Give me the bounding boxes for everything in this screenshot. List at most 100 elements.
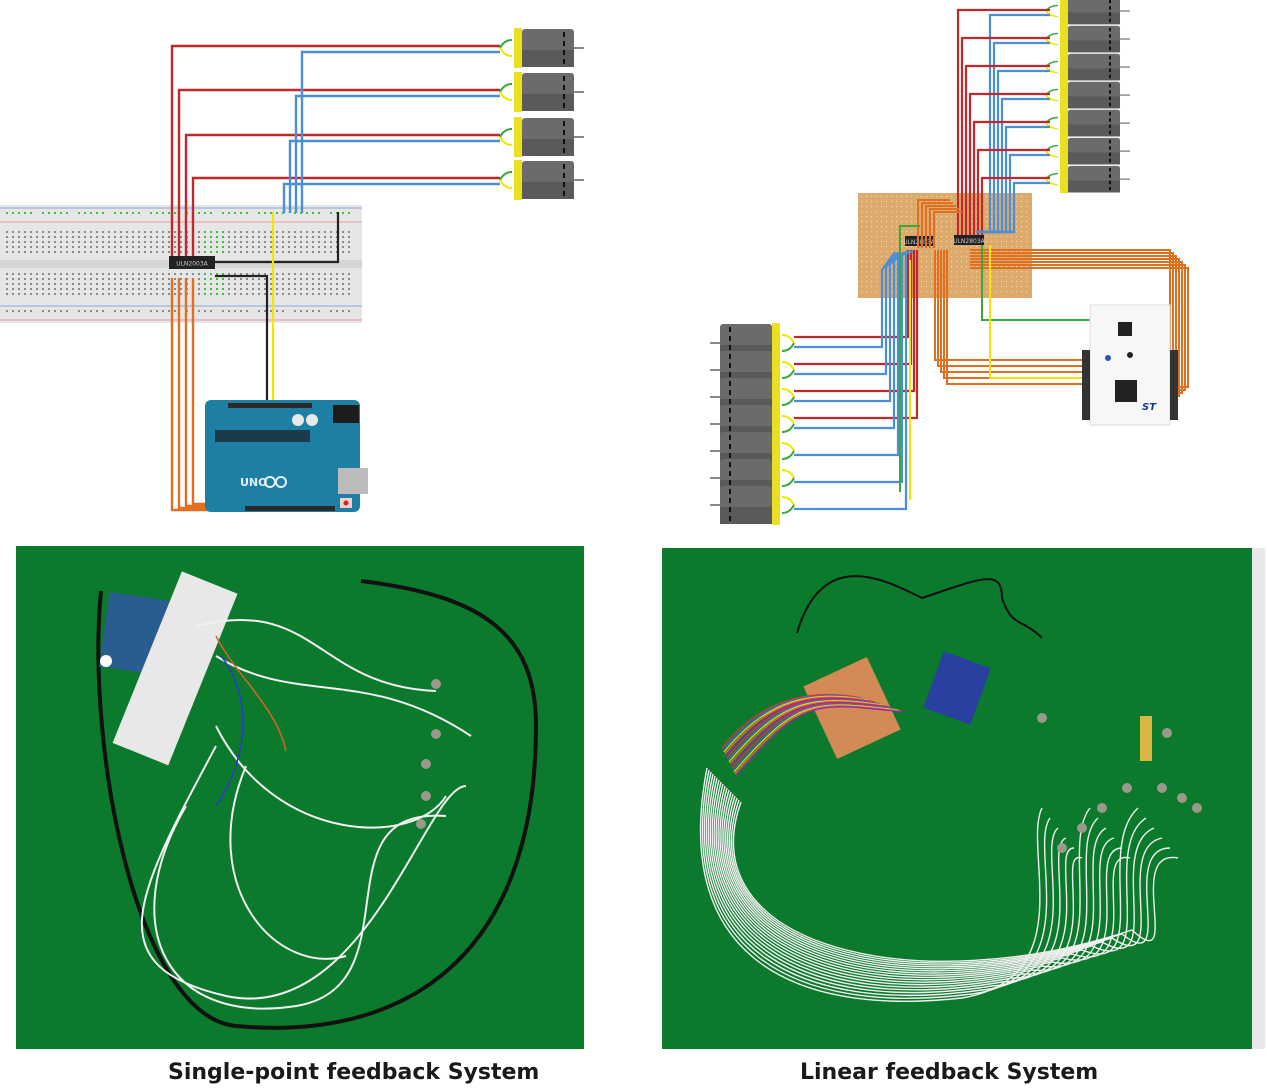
wire-green bbox=[899, 225, 920, 492]
nucleo-mcu-chip bbox=[1115, 380, 1137, 402]
breadboard-hole bbox=[264, 251, 266, 253]
breadboard-hole bbox=[306, 251, 308, 253]
perfboard-hole bbox=[956, 286, 958, 288]
perfboard-hole bbox=[1026, 231, 1028, 233]
breadboard-hole bbox=[90, 246, 92, 248]
perfboard-hole bbox=[1011, 251, 1013, 253]
perfboard-hole bbox=[976, 286, 978, 288]
nucleo-user-button bbox=[1105, 355, 1111, 361]
perfboard-hole bbox=[866, 276, 868, 278]
perfboard-hole bbox=[966, 256, 968, 258]
breadboard-hole bbox=[222, 231, 224, 233]
breadboard-hole bbox=[138, 278, 140, 280]
breadboard-hole bbox=[6, 278, 8, 280]
perfboard-hole bbox=[871, 216, 873, 218]
breadboard-hole bbox=[114, 273, 116, 275]
perfboard-hole bbox=[886, 206, 888, 208]
vibration-motor-photo bbox=[1162, 728, 1172, 738]
breadboard-hole bbox=[300, 283, 302, 285]
breadboard-hole bbox=[18, 278, 20, 280]
breadboard-hole bbox=[258, 293, 260, 295]
breadboard-hole bbox=[162, 236, 164, 238]
perfboard-hole bbox=[871, 281, 873, 283]
breadboard-hole bbox=[48, 273, 50, 275]
breadboard-hole bbox=[156, 251, 158, 253]
perfboard-hole bbox=[1001, 241, 1003, 243]
perfboard-hole bbox=[956, 271, 958, 273]
breadboard-hole bbox=[234, 288, 236, 290]
perfboard-hole bbox=[891, 286, 893, 288]
perfboard-hole bbox=[876, 216, 878, 218]
breadboard-hole bbox=[108, 251, 110, 253]
breadboard-hole bbox=[108, 293, 110, 295]
breadboard-hole bbox=[282, 293, 284, 295]
perfboard-hole bbox=[951, 201, 953, 203]
breadboard-hole bbox=[216, 293, 218, 295]
breadboard-hole bbox=[54, 231, 56, 233]
breadboard-hole bbox=[84, 283, 86, 285]
motor-lead-yellow bbox=[499, 179, 513, 189]
breadboard-hole bbox=[228, 278, 230, 280]
breadboard-hole bbox=[204, 273, 206, 275]
breadboard-hole bbox=[6, 288, 8, 290]
perfboard-hole bbox=[901, 236, 903, 238]
breadboard-rail-hole bbox=[18, 212, 20, 214]
motor-lead-yellow bbox=[1045, 94, 1059, 102]
perfboard-hole bbox=[991, 281, 993, 283]
motor-body-shade bbox=[1068, 180, 1120, 193]
wire-red bbox=[191, 176, 500, 260]
perfboard-hole bbox=[911, 216, 913, 218]
breadboard-hole bbox=[132, 236, 134, 238]
perfboard-hole bbox=[871, 246, 873, 248]
perfboard-hole bbox=[881, 201, 883, 203]
breadboard-hole bbox=[18, 236, 20, 238]
breadboard-hole bbox=[102, 278, 104, 280]
perfboard-hole bbox=[861, 221, 863, 223]
perfboard-hole bbox=[936, 221, 938, 223]
motor-end-cap bbox=[514, 160, 522, 200]
single-point-system-photo bbox=[16, 546, 584, 1049]
breadboard-hole bbox=[48, 251, 50, 253]
perfboard-hole bbox=[1026, 276, 1028, 278]
wire-orange bbox=[177, 278, 215, 510]
breadboard-hole bbox=[162, 278, 164, 280]
breadboard-hole bbox=[132, 293, 134, 295]
perfboard-hole bbox=[891, 231, 893, 233]
perfboard-hole bbox=[941, 201, 943, 203]
driver-ic-uln2003a bbox=[169, 256, 215, 269]
perfboard-hole bbox=[881, 236, 883, 238]
perfboard-hole bbox=[946, 221, 948, 223]
breadboard-hole bbox=[204, 236, 206, 238]
wire-red bbox=[177, 88, 500, 260]
perfboard-hole bbox=[941, 241, 943, 243]
perfboard-hole bbox=[1011, 291, 1013, 293]
breadboard-hole bbox=[222, 241, 224, 243]
perfboard-hole bbox=[876, 281, 878, 283]
breadboard-hole bbox=[264, 288, 266, 290]
breadboard-rail-hole bbox=[48, 310, 50, 312]
perfboard-hole bbox=[1021, 216, 1023, 218]
motor-lead-green bbox=[781, 423, 795, 433]
breadboard-hole bbox=[294, 231, 296, 233]
perfboard-hole bbox=[1021, 286, 1023, 288]
perfboard-hole bbox=[906, 201, 908, 203]
breadboard-hole bbox=[240, 288, 242, 290]
perfboard-hole bbox=[1021, 281, 1023, 283]
perfboard-hole bbox=[876, 236, 878, 238]
perfboard-hole bbox=[1011, 286, 1013, 288]
breadboard-rail-hole bbox=[204, 212, 206, 214]
breadboard-hole bbox=[30, 278, 32, 280]
breadboard-hole bbox=[132, 251, 134, 253]
vibration-motor-photo bbox=[1097, 803, 1107, 813]
perfboard-hole bbox=[861, 251, 863, 253]
perfboard-hole bbox=[866, 226, 868, 228]
sensor-wire bbox=[717, 785, 1115, 979]
perfboard-hole bbox=[936, 271, 938, 273]
wire-red bbox=[976, 148, 1050, 240]
breadboard-hole bbox=[150, 278, 152, 280]
breadboard-hole bbox=[162, 246, 164, 248]
led-glare bbox=[100, 655, 112, 667]
perfboard-hole bbox=[956, 231, 958, 233]
breadboard-rail-hole bbox=[24, 212, 26, 214]
perfboard-hole bbox=[991, 236, 993, 238]
